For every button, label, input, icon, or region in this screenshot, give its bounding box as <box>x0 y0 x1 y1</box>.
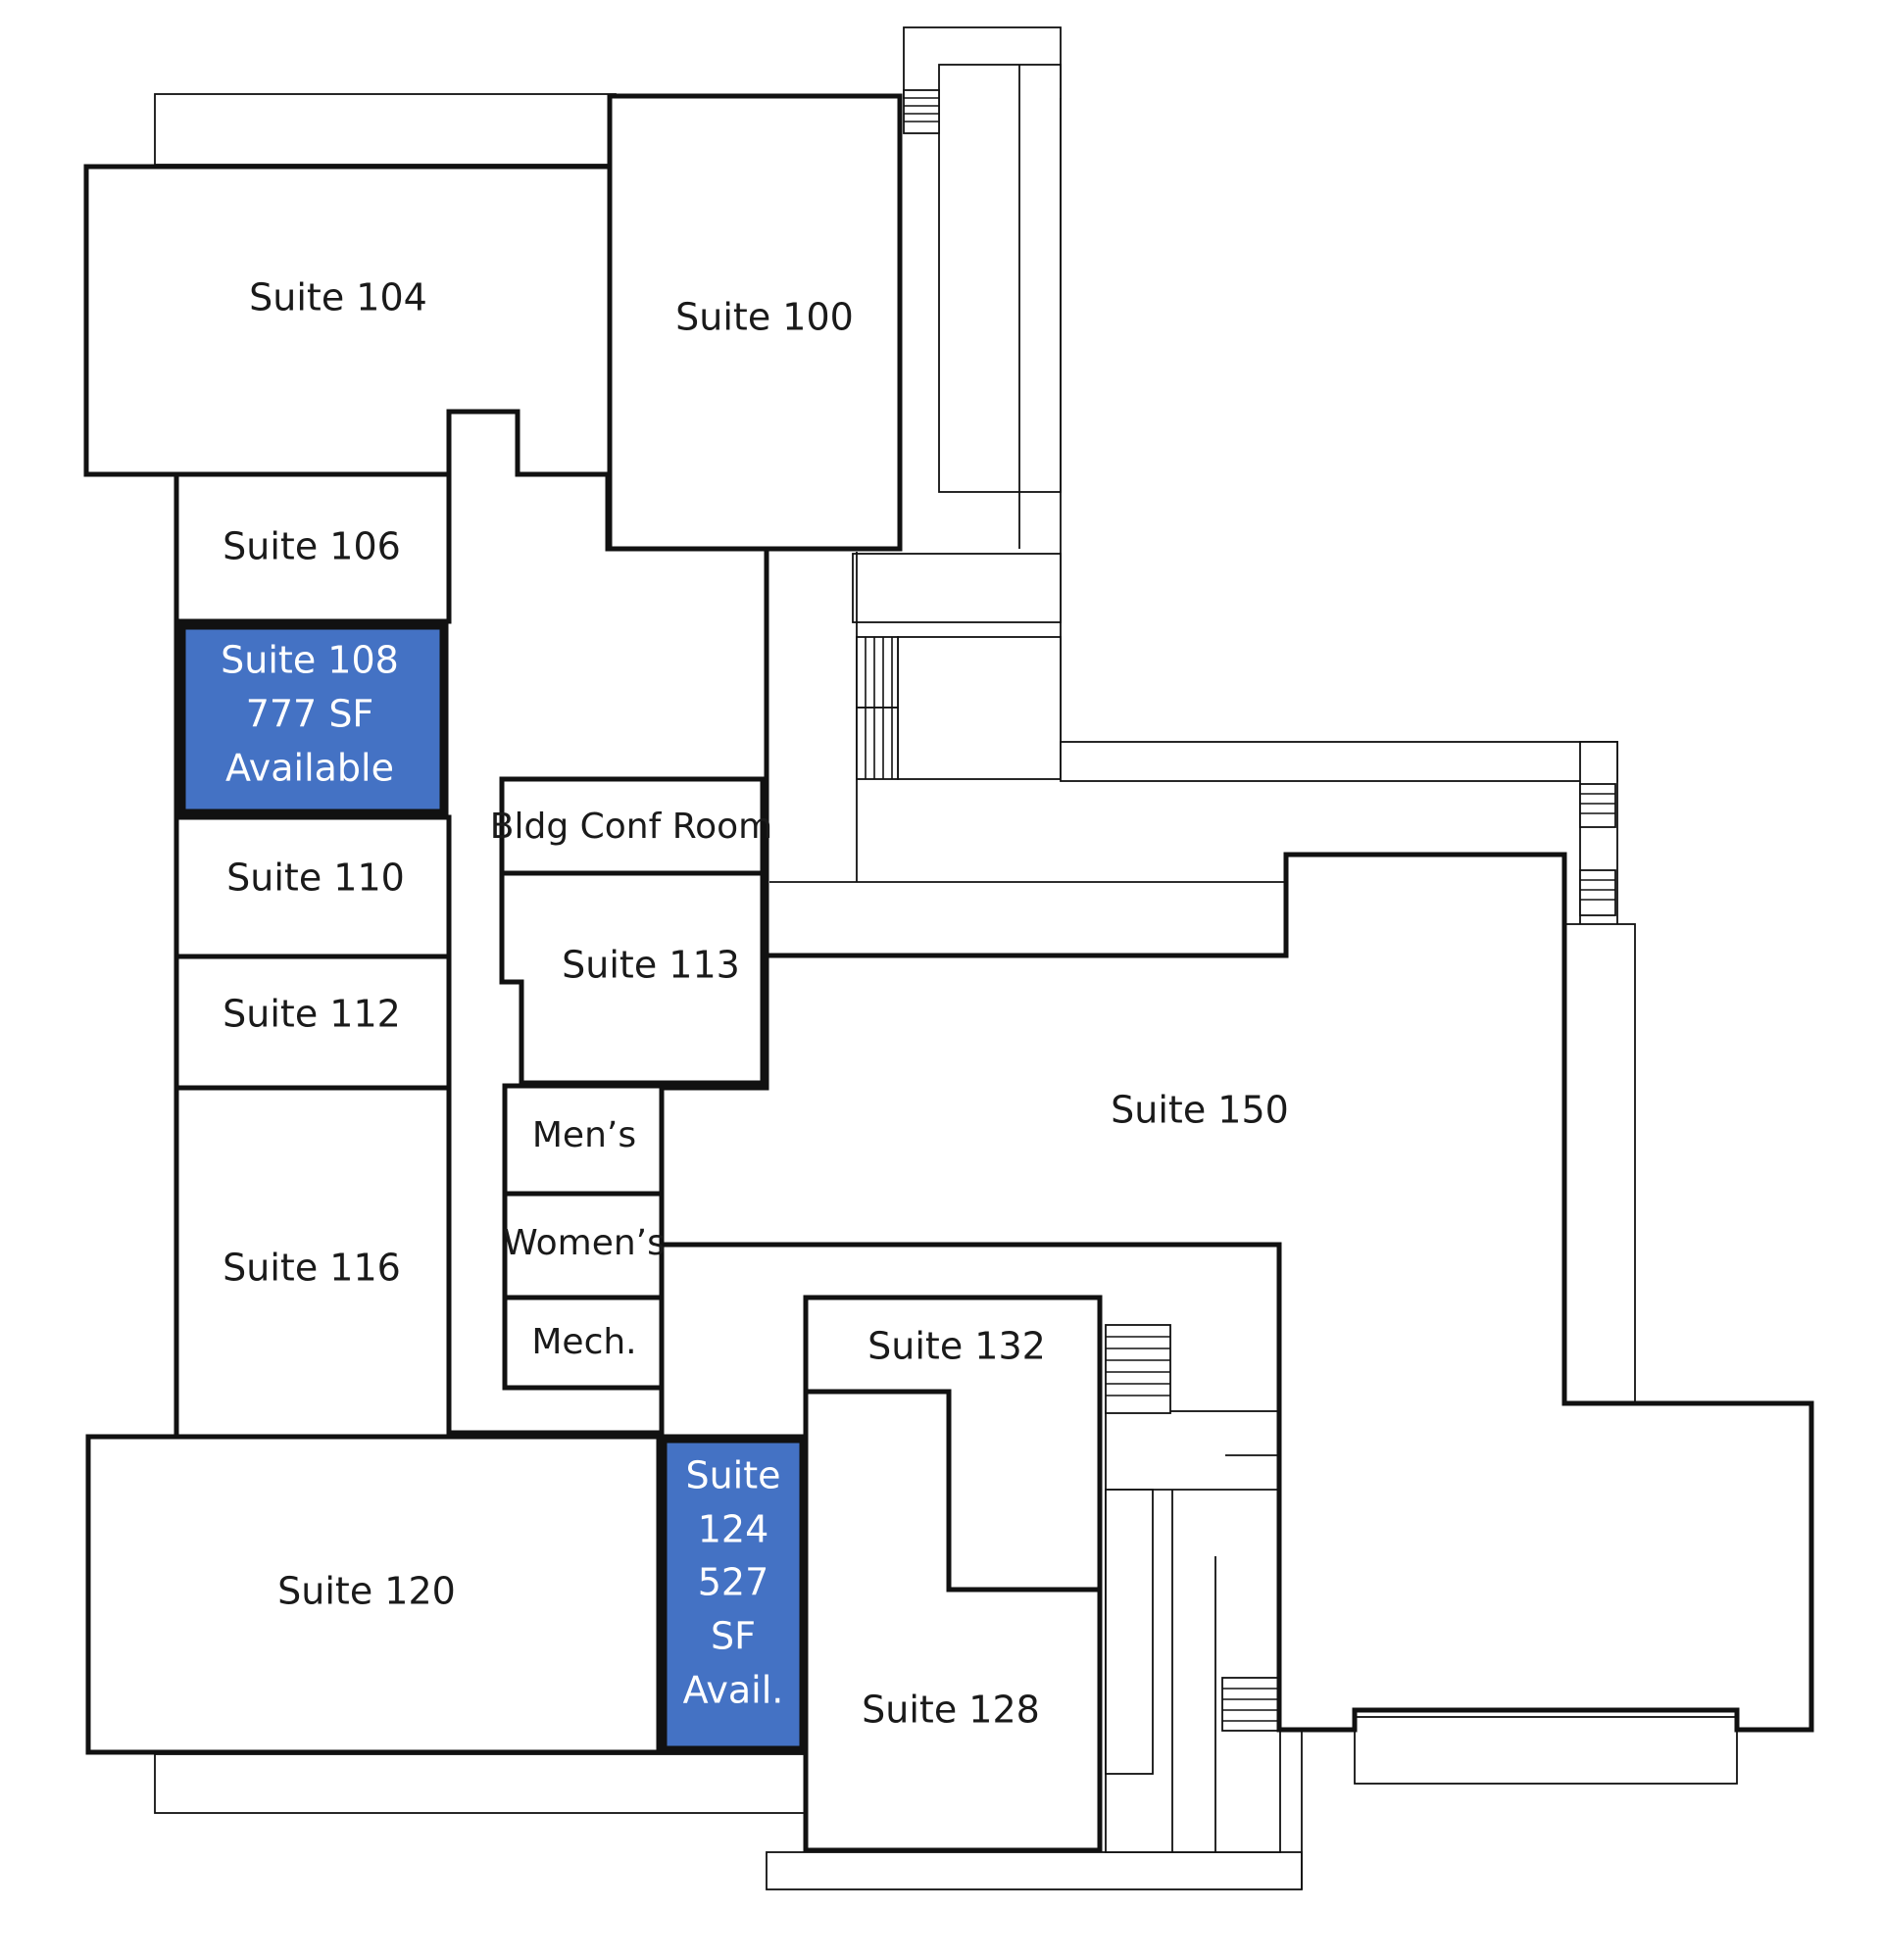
suite-120-label: Suite 120 <box>277 1570 456 1613</box>
suite-104-room[interactable] <box>83 164 613 477</box>
suite-100-room[interactable] <box>607 93 903 552</box>
suite-124-label-line2: 124 <box>698 1508 769 1551</box>
suite-124-label-line3: 527 <box>698 1561 769 1604</box>
suite-100-label: Suite 100 <box>675 296 854 339</box>
stair-right-lower <box>1579 869 1616 916</box>
stair-lower-center <box>1105 1324 1171 1414</box>
suite-110-label: Suite 110 <box>226 857 405 900</box>
womens-room[interactable] <box>502 1191 665 1300</box>
suite-106-label: Suite 106 <box>223 525 401 568</box>
womens-label: Women’s <box>503 1223 666 1263</box>
suite-120-room[interactable] <box>85 1434 662 1755</box>
suite-124-label-line5: Avail. <box>683 1669 784 1712</box>
suite-108-label-line1: Suite 108 <box>221 639 399 682</box>
suite-124-label-line4: SF <box>711 1615 756 1658</box>
suite-128-room[interactable] <box>803 1389 1103 1853</box>
suite-124-label-line1: Suite <box>685 1454 780 1497</box>
mens-label: Men’s <box>532 1115 636 1155</box>
suite-106-room[interactable] <box>173 471 452 624</box>
exterior-outlines <box>154 26 1738 1890</box>
mech-room[interactable] <box>502 1295 665 1391</box>
bldg-conf-room-label: Bldg Conf Room <box>490 807 772 847</box>
mens-room[interactable] <box>502 1083 665 1197</box>
suite-113-room[interactable] <box>499 870 766 1086</box>
stair-top-right <box>903 89 940 134</box>
suite-110-room[interactable] <box>173 814 452 959</box>
stair-mid-upper <box>856 636 899 709</box>
suite-150-label: Suite 150 <box>1111 1089 1289 1132</box>
stair-right-upper <box>1579 783 1616 828</box>
suite-112-label: Suite 112 <box>223 993 401 1036</box>
bldg-conf-room[interactable] <box>499 776 766 876</box>
suite-108-room[interactable] <box>176 620 449 818</box>
suite-132-label: Suite 132 <box>867 1325 1046 1368</box>
suite-128-label: Suite 128 <box>862 1689 1040 1732</box>
suite-104-label: Suite 104 <box>249 276 427 319</box>
suite-113-label: Suite 113 <box>562 944 740 987</box>
suite-108-label-line2: 777 SF <box>246 693 374 736</box>
suite-116-room[interactable] <box>173 1085 452 1440</box>
suite-108-label-line3: Available <box>225 747 394 790</box>
stair-bottom-right <box>1221 1677 1280 1732</box>
stair-mid-lower <box>856 707 899 780</box>
mech-label: Mech. <box>531 1322 636 1362</box>
suite-116-label: Suite 116 <box>223 1247 401 1290</box>
